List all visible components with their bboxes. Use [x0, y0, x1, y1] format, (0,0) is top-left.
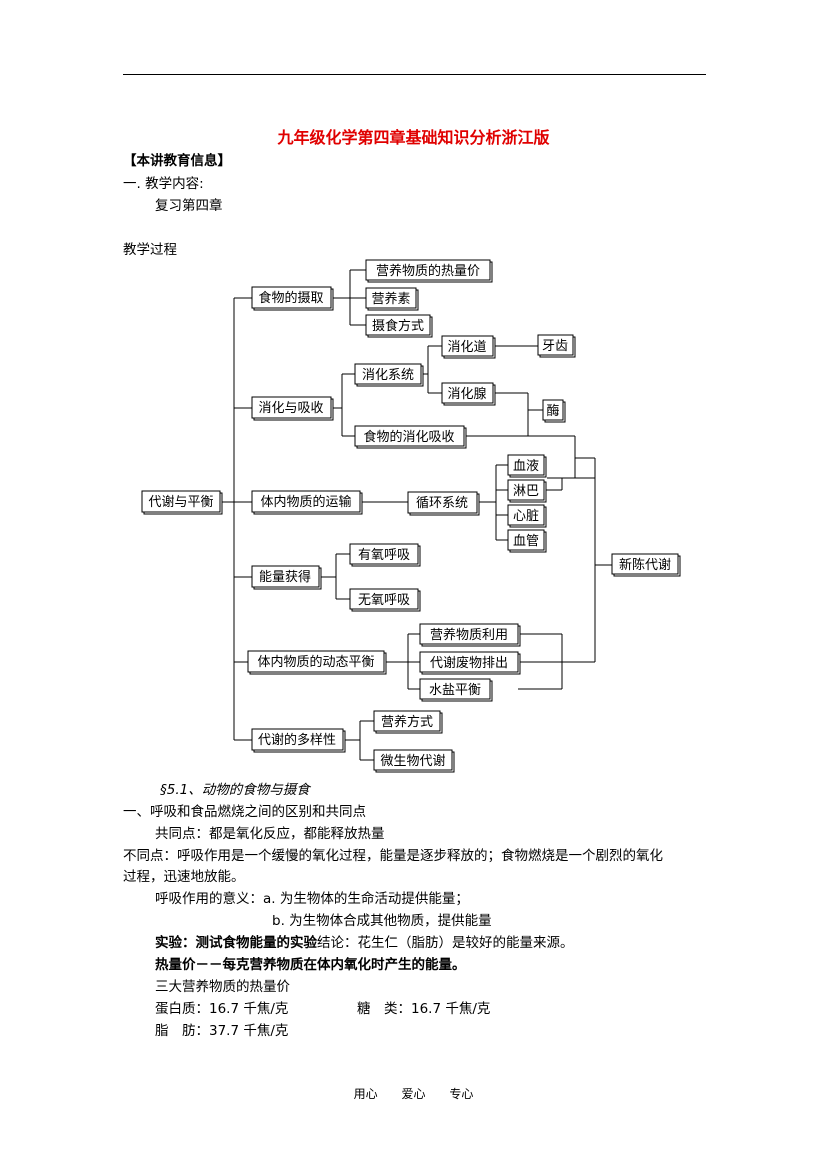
node-vessel: 血管: [507, 529, 547, 553]
svg-text:消化系统: 消化系统: [362, 368, 414, 383]
point1-heading: 一、呼吸和食品燃烧之间的区别和共同点: [123, 804, 366, 820]
svg-text:酶: 酶: [546, 403, 559, 419]
node-transport: 体内物质的运输: [251, 490, 363, 515]
node-waste: 代谢废物排出: [419, 651, 521, 675]
node-nutrition-mode: 营养方式: [373, 710, 443, 734]
respiration-meaning-b: b. 为生物体合成其他物质，提供能量: [272, 913, 492, 929]
svg-text:血液: 血液: [513, 459, 539, 474]
svg-text:牙齿: 牙齿: [542, 339, 568, 354]
svg-text:微生物代谢: 微生物代谢: [380, 753, 445, 769]
node-anaerobic: 无氧呼吸: [349, 588, 421, 612]
node-eating-mode: 摄食方式: [365, 314, 433, 338]
node-blood: 血液: [507, 454, 547, 478]
node-dynamic-balance: 体内物质的动态平衡: [247, 650, 387, 675]
svg-text:代谢废物排出: 代谢废物排出: [430, 655, 508, 671]
heat-value-definition: 热量价－－每克营养物质在体内氧化时产生的能量。: [155, 957, 466, 973]
node-diversity: 代谢的多样性: [251, 728, 346, 753]
svg-text:水盐平衡: 水盐平衡: [429, 683, 481, 698]
svg-text:代谢与平衡: 代谢与平衡: [148, 494, 213, 510]
node-metabolism: 新陈代谢: [611, 553, 681, 577]
svg-text:消化与吸收: 消化与吸收: [258, 401, 323, 416]
teaching-content-label: 一. 教学内容:: [123, 176, 204, 192]
svg-text:新陈代谢: 新陈代谢: [619, 557, 671, 573]
experiment-line: 实验：测试食物能量的实验结论：花生仁（脂肪）是较好的能量来源。: [155, 931, 574, 951]
svg-text:淋巴: 淋巴: [513, 484, 539, 499]
page-title: 九年级化学第四章基础知识分析浙江版: [277, 128, 550, 147]
svg-text:食物的消化吸收: 食物的消化吸收: [363, 429, 454, 445]
node-food-intake: 食物的摄取: [251, 286, 334, 311]
section-5-1-heading: §5.1、动物的食物与摄食: [160, 782, 310, 798]
node-digest-tract: 消化道: [441, 335, 496, 359]
teaching-content-value: 复习第四章: [155, 198, 223, 214]
svg-text:无氧呼吸: 无氧呼吸: [358, 593, 410, 608]
node-enzyme: 酶: [542, 399, 566, 423]
svg-text:代谢的多样性: 代谢的多样性: [258, 732, 336, 748]
experiment-conclusion: 结论：花生仁（脂肪）是较好的能量来源。: [317, 935, 574, 951]
node-water-salt: 水盐平衡: [419, 678, 493, 702]
node-root: 代谢与平衡: [141, 490, 223, 515]
respiration-meaning-a: 呼吸作用的意义：a. 为生物体的生命活动提供能量；: [155, 891, 469, 907]
footer-item: 用心: [353, 1087, 378, 1101]
svg-text:有氧呼吸: 有氧呼吸: [358, 548, 410, 563]
difference-line-2: 过程，迅速地放能。: [123, 869, 245, 885]
difference-line-1: 不同点：呼吸作用是一个缓慢的氧化过程，能量是逐步释放的；食物燃烧是一个剧烈的氧化: [123, 848, 663, 864]
section-header: 【本讲教育信息】: [123, 153, 231, 169]
node-digest-absorb: 消化与吸收: [251, 396, 334, 421]
node-teeth: 牙齿: [537, 334, 576, 358]
svg-text:血管: 血管: [513, 534, 539, 549]
svg-text:营养物质利用: 营养物质利用: [430, 627, 508, 643]
node-digest-system: 消化系统: [354, 363, 424, 387]
protein-value: 蛋白质：16.7 千焦/克: [155, 1001, 289, 1017]
svg-text:消化腺: 消化腺: [447, 387, 486, 402]
svg-text:体内物质的动态平衡: 体内物质的动态平衡: [257, 654, 374, 670]
sugar-value: 糖 类：16.7 千焦/克: [357, 1001, 491, 1017]
svg-text:体内物质的运输: 体内物质的运输: [260, 494, 351, 510]
footer-item: 爱心: [401, 1087, 426, 1101]
page-footer: 用心 爱心 专心: [0, 1085, 827, 1102]
node-aerobic: 有氧呼吸: [349, 543, 421, 567]
node-nutrients: 营养素: [365, 287, 419, 311]
common-point: 共同点：都是氧化反应，都能释放热量: [155, 826, 385, 842]
svg-text:消化道: 消化道: [447, 340, 486, 355]
node-digest-gland: 消化腺: [441, 382, 496, 406]
svg-text:食物的摄取: 食物的摄取: [258, 290, 323, 306]
header-rule: [123, 74, 706, 75]
node-energy: 能量获得: [251, 565, 322, 590]
svg-text:循环系统: 循环系统: [416, 496, 468, 511]
svg-text:营养物质的热量价: 营养物质的热量价: [376, 263, 480, 279]
node-food-digest: 食物的消化吸收: [354, 425, 467, 449]
three-nutrients-heading: 三大营养物质的热量价: [155, 979, 290, 995]
svg-text:心脏: 心脏: [513, 509, 539, 524]
fat-value: 脂 肪：37.7 千焦/克: [155, 1023, 289, 1039]
node-heat-value: 营养物质的热量价: [365, 259, 493, 283]
svg-text:摄食方式: 摄食方式: [372, 318, 424, 334]
node-microbe: 微生物代谢: [373, 749, 455, 773]
node-heart: 心脏: [507, 504, 547, 528]
experiment-label: 实验：测试食物能量的实验: [155, 935, 317, 951]
svg-text:营养素: 营养素: [371, 291, 410, 307]
node-circulation: 循环系统: [407, 491, 480, 516]
svg-text:能量获得: 能量获得: [259, 569, 311, 585]
node-nutrient-use: 营养物质利用: [419, 623, 521, 647]
process-label: 教学过程: [123, 242, 177, 258]
svg-text:营养方式: 营养方式: [381, 714, 433, 730]
footer-item: 专心: [449, 1087, 474, 1101]
node-lymph: 淋巴: [507, 479, 547, 503]
